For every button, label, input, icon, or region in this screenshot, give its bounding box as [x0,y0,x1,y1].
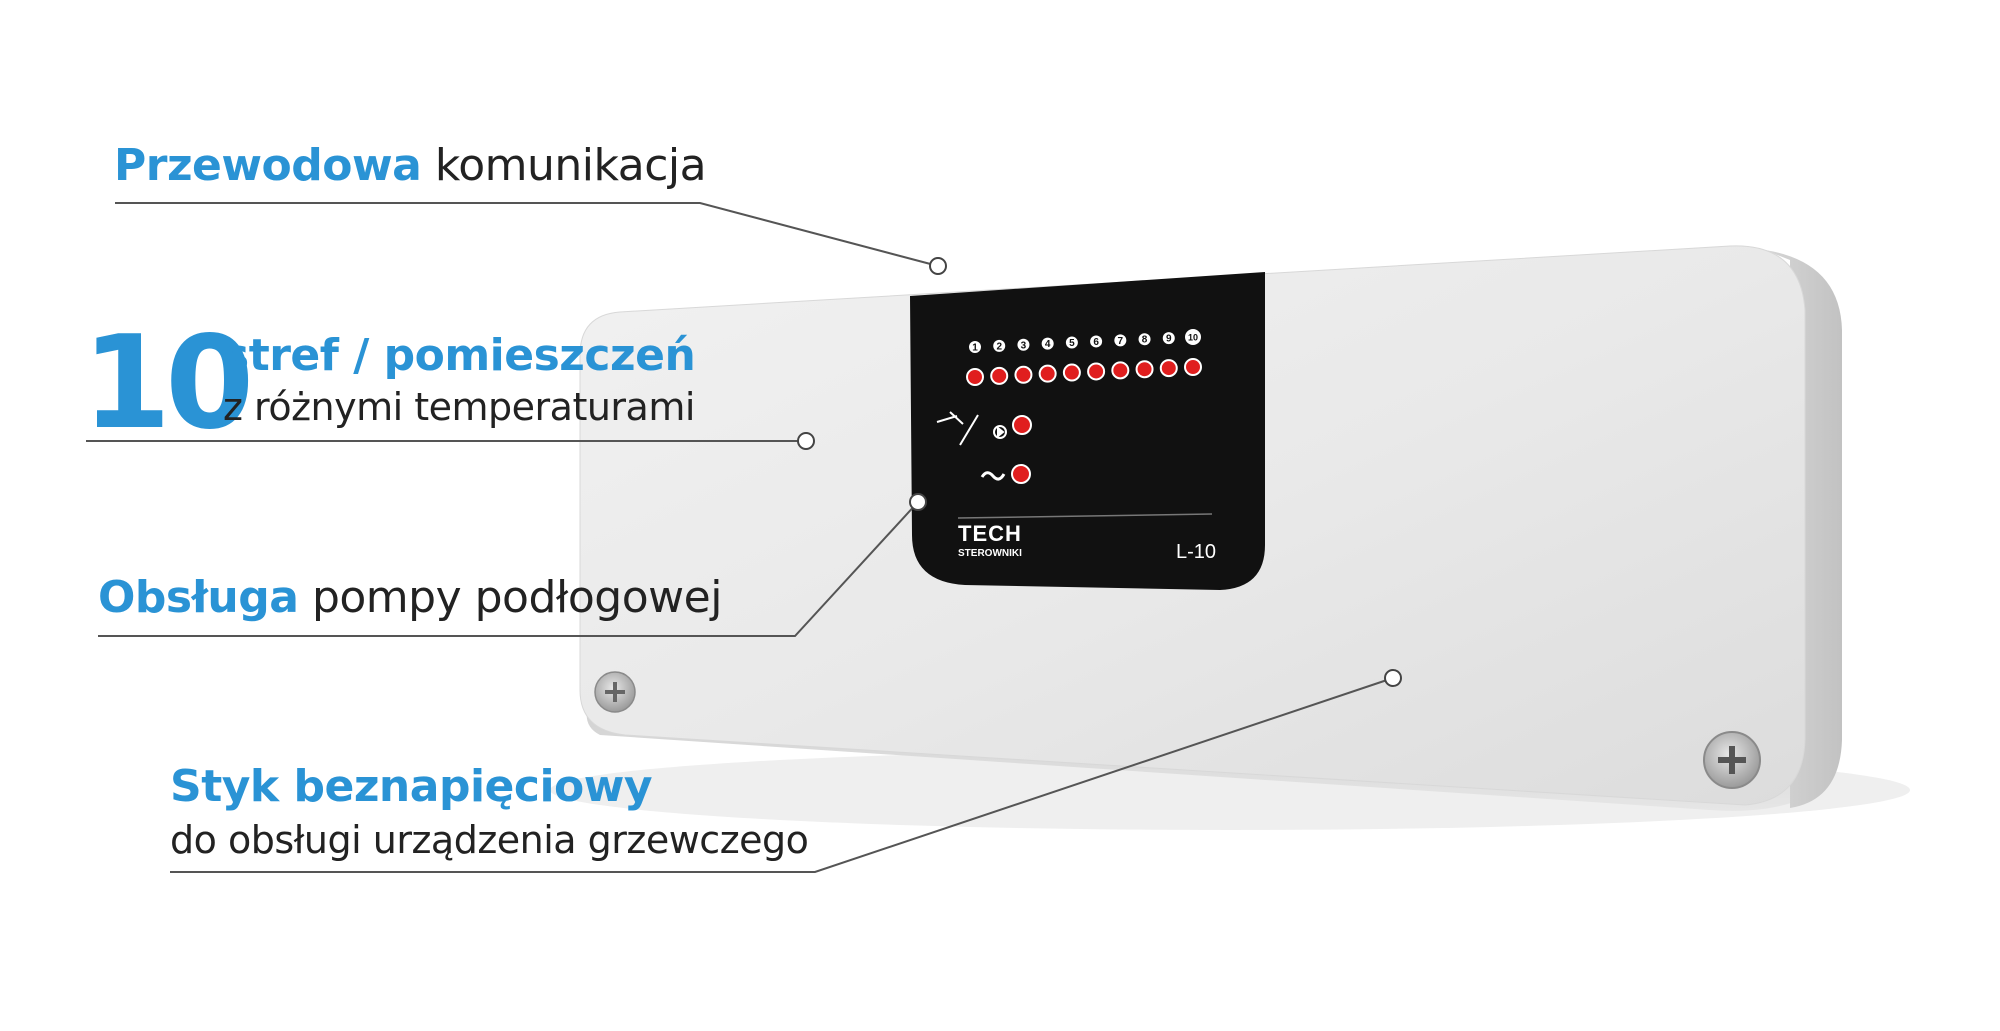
zone-led [1159,359,1178,378]
zone-number-badge [1065,336,1078,349]
leader-line-contact [170,677,1394,873]
zone-number-label: 2 [996,341,1002,352]
screw-right [1703,731,1761,789]
zone-led [1062,363,1081,382]
zone-number-label: 7 [1118,336,1124,347]
zone-led [1014,365,1033,384]
zone-number-badge [1090,335,1103,348]
leader-line-pump [98,501,919,637]
zone-number-label: 10 [1188,333,1198,343]
zone-number-label: 3 [1021,340,1027,351]
zone-number-label: 8 [1142,335,1148,346]
zone-number-badge [993,339,1006,352]
zone-led-row: 1 2 3 4 5 6 7 8 9 10 [966,329,1202,386]
pump-indicator [936,411,1032,446]
leader-dot-wired [929,257,947,275]
leader-dot-pump [909,493,927,511]
zone-number-badge [1017,338,1030,351]
zone-number-badge [1138,333,1151,346]
tilde-icon [980,471,1006,481]
zone-led [966,368,984,386]
zones-count: 10 [82,309,254,458]
callout-contact-text: do obsługi urządzenia grzewczego [170,818,809,862]
pump-icon [936,411,1007,446]
leader-line-wired [115,202,939,267]
leader-dot-zones [797,432,815,450]
callout-contact-highlight: Styk beznapięciowy [170,761,653,812]
callout-wired-text: komunikacja [434,140,707,191]
zone-number-badge [1041,337,1054,350]
callout-wired-communication: Przewodowa komunikacja [114,140,707,191]
callout-wired-highlight: Przewodowa [114,140,422,191]
zone-led [1135,360,1154,379]
panel-divider [957,513,1213,519]
leader-dots [797,257,1402,687]
callout-pump-highlight: Obsługa [98,572,299,623]
brand-subtitle: STEROWNIKI [958,548,1022,559]
zone-number-badge [1185,329,1201,345]
model-label: L-10 [1176,541,1216,563]
zone-number-badge [1114,334,1127,347]
zone-led [1087,362,1106,381]
power-indicator [980,464,1031,484]
leader-dot-contact [1384,669,1402,687]
zone-number-label: 1 [972,343,978,354]
zone-led [1038,364,1057,383]
brand-logo: TECH [958,521,1022,546]
zone-led [1184,358,1202,376]
zone-number-badge [969,341,981,353]
callout-pump-text: pompy podłogowej [311,572,723,623]
leader-lines [86,202,1394,873]
power-led [1011,464,1031,484]
zone-number-label: 9 [1166,334,1172,345]
zone-number-label: 6 [1093,337,1099,348]
zone-led [1111,361,1130,380]
callout-pump-support: Obsługa pompy podłogowej [98,572,722,623]
zone-number-badge [1162,332,1175,345]
screw-left [594,671,636,713]
callout-zones-highlight: stref / pomieszczeń [223,330,696,381]
zone-number-label: 4 [1045,339,1051,350]
pump-led [1012,415,1032,435]
zone-led [990,366,1009,385]
callout-zones-text: z różnymi temperaturami [223,385,695,429]
zone-number-label: 5 [1069,338,1075,349]
